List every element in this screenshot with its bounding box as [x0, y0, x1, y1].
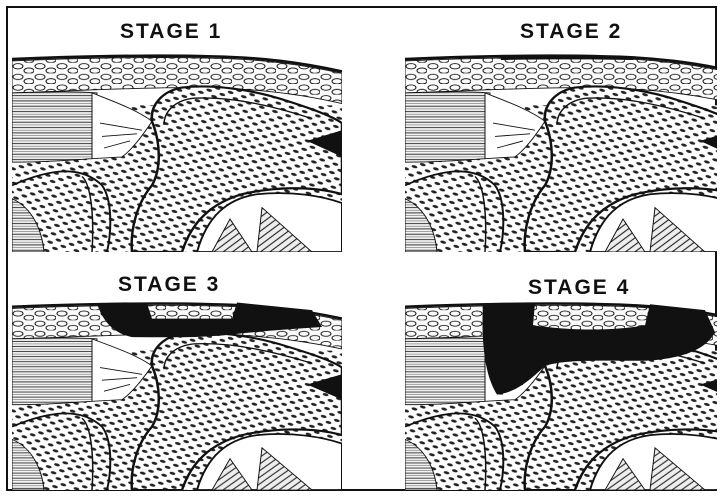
stage-1-title: STAGE 1 — [120, 20, 222, 44]
stage-2-illustration — [405, 52, 717, 252]
stage-3-title: STAGE 3 — [118, 273, 220, 297]
stage-4-illustration — [405, 300, 717, 490]
stage-2-title: STAGE 2 — [520, 20, 622, 44]
stage-1-illustration — [12, 52, 342, 252]
stage-4-title: STAGE 4 — [528, 276, 630, 300]
stage-3-illustration — [12, 300, 342, 490]
